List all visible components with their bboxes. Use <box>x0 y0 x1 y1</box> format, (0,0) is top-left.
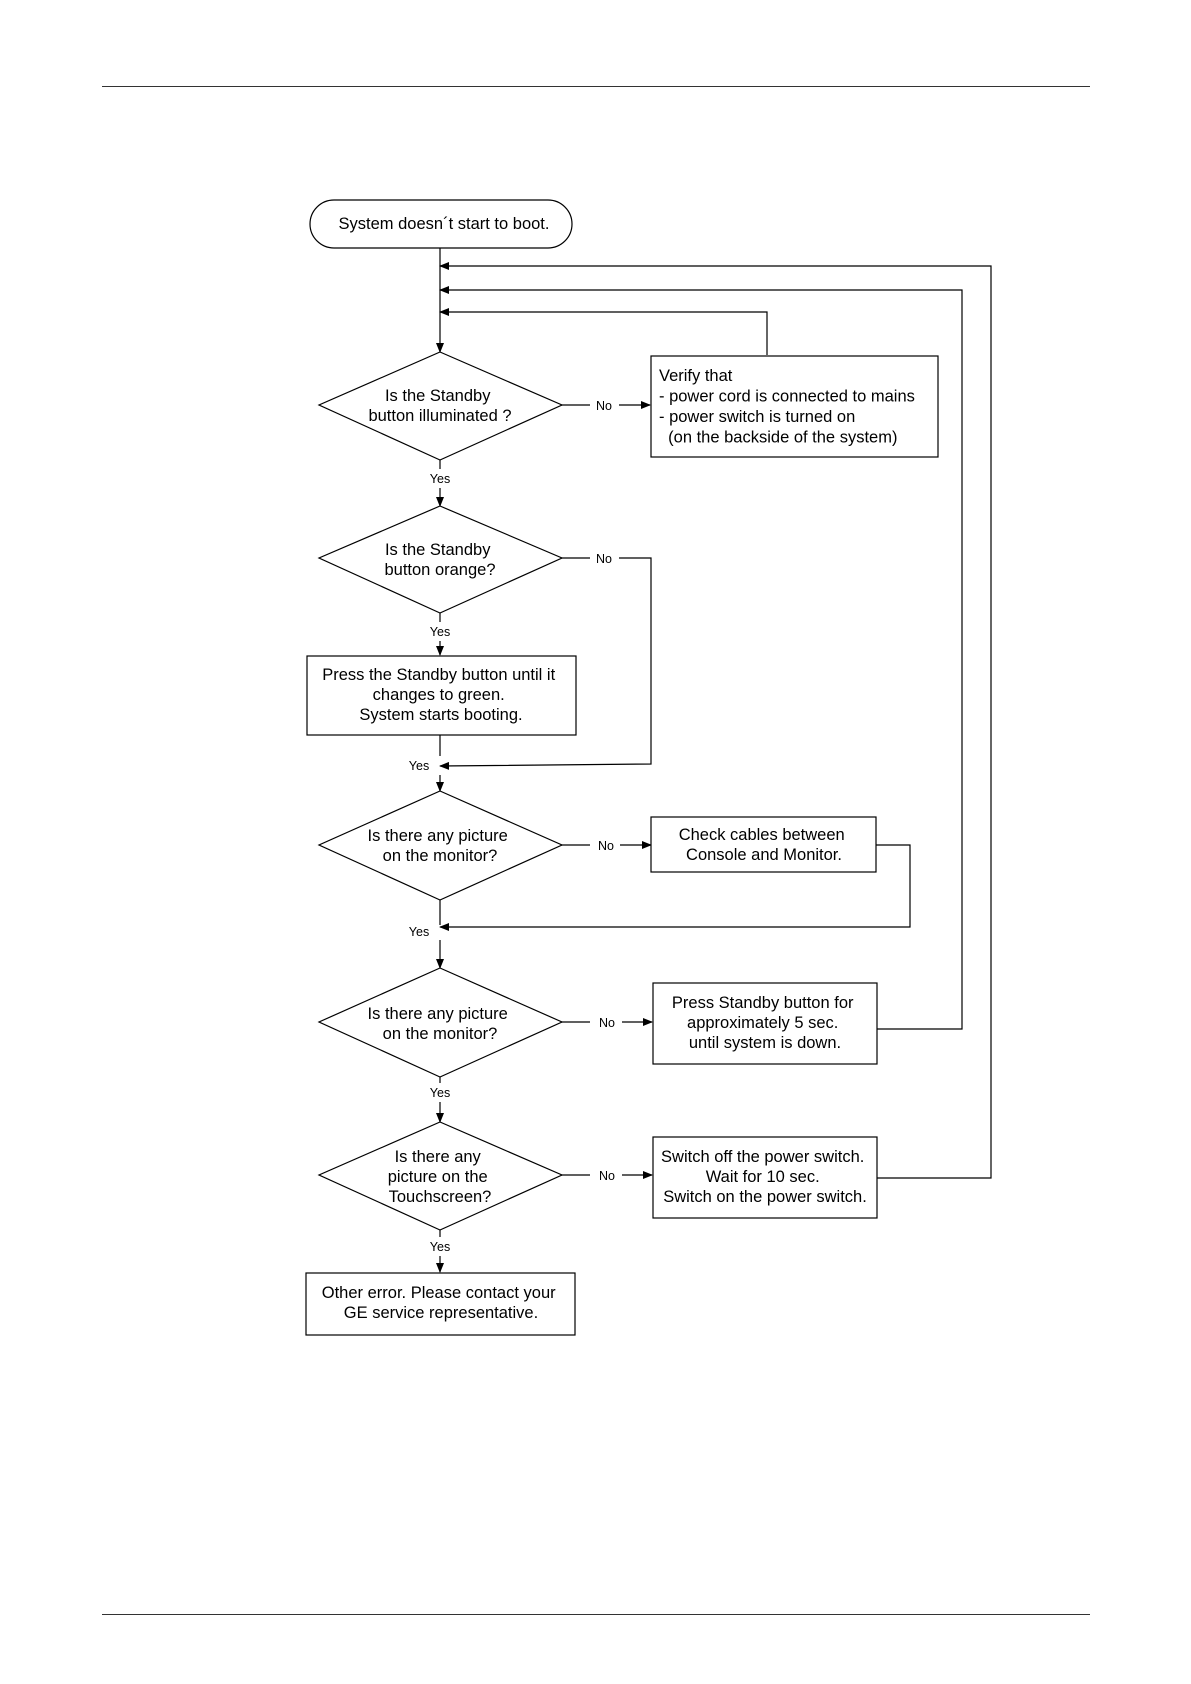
verify-box <box>650 355 939 458</box>
d2-no-label: No <box>596 552 612 566</box>
d5-no-label: No <box>599 1169 615 1183</box>
d2-yes-label: Yes <box>430 625 450 639</box>
press-5sec-line: Press Standby button for <box>672 994 854 1012</box>
decision-d3-diamond <box>317 790 564 901</box>
check-cables-line: Check cables between <box>679 826 845 844</box>
d4-line: Is there any picture <box>368 1005 508 1023</box>
d3-text: Is there any picture on the monitor? <box>368 827 513 865</box>
d5-line: picture on the <box>388 1168 488 1186</box>
press5sec-loop-arrow <box>439 286 963 1030</box>
verify-loop-arrow <box>439 308 768 355</box>
switch-off-line: Wait for 10 sec. <box>706 1168 820 1186</box>
verify-line: - power cord is connected to mains <box>659 388 915 406</box>
other-error-box <box>305 1272 576 1336</box>
verify-text: Verify that - power cord is connected to… <box>659 367 947 447</box>
d4-text: Is there any picture on the monitor? <box>368 1005 513 1043</box>
other-error-text: Other error. Please contact your GE serv… <box>322 1284 560 1322</box>
connectors <box>436 248 992 1273</box>
press-green-text: Press the Standby button until it change… <box>322 666 560 724</box>
d3-line: Is there any picture <box>368 827 508 845</box>
d1-text: Is the Standby button illuminated ? <box>368 387 511 425</box>
other-error-line: GE service representative. <box>344 1304 538 1322</box>
switch-off-line: Switch on the power switch. <box>663 1188 867 1206</box>
d1-no-label: No <box>596 399 612 413</box>
cables-return-arrow <box>439 844 911 931</box>
footer-rule <box>102 1614 1090 1615</box>
d2-line: button orange? <box>384 561 495 579</box>
press-green-line: Press the Standby button until it <box>322 666 555 684</box>
press-green-line: System starts booting. <box>359 706 522 724</box>
d5-line: Touchscreen? <box>389 1188 492 1206</box>
d3-line: on the monitor? <box>383 847 498 865</box>
header-rule <box>102 86 1090 87</box>
press-yes-label: Yes <box>409 759 429 773</box>
d1-yes-label: Yes <box>430 472 450 486</box>
d2-text: Is the Standby button orange? <box>384 541 495 579</box>
d2-no-return-arrow <box>439 557 652 770</box>
check-cables-text: Check cables between Console and Monitor… <box>679 826 850 864</box>
verify-line: (on the backside of the system) <box>659 429 897 447</box>
start-line: System doesn´t start to boot. <box>339 215 550 233</box>
press-5sec-line: until system is down. <box>689 1034 841 1052</box>
d5-line: Is there any <box>395 1148 482 1166</box>
d5-text: Is there any picture on the Touchscreen? <box>388 1148 493 1206</box>
other-error-line: Other error. Please contact your <box>322 1284 556 1302</box>
start-terminator <box>309 199 573 249</box>
decision-d2-diamond <box>317 505 564 614</box>
switch-off-text: Switch off the power switch. Wait for 10… <box>661 1148 869 1206</box>
d4-yes-label: Yes <box>430 1086 450 1100</box>
shapes <box>305 199 939 1336</box>
start-text: System doesn´t start to boot. <box>339 215 550 233</box>
check-cables-line: Console and Monitor. <box>686 846 842 864</box>
switch-off-line: Switch off the power switch. <box>661 1148 864 1166</box>
d4-line: on the monitor? <box>383 1025 498 1043</box>
check-cables-box <box>650 816 877 873</box>
d1-line: button illuminated ? <box>368 407 511 425</box>
d1-line: Is the Standby <box>385 387 491 405</box>
switch-off-box <box>652 1136 878 1219</box>
verify-line: - power switch is turned on <box>659 408 855 426</box>
press-green-line: changes to green. <box>373 686 505 704</box>
press-5sec-box <box>652 982 878 1065</box>
d5-yes-label: Yes <box>430 1240 450 1254</box>
node-texts: System doesn´t start to boot. Is the Sta… <box>322 215 947 1322</box>
d3-yes-label: Yes <box>409 925 429 939</box>
d4-no-label: No <box>599 1016 615 1030</box>
press-5sec-text: Press Standby button for approximately 5… <box>672 994 858 1052</box>
decision-d4-diamond <box>317 967 564 1078</box>
switchoff-loop-arrow <box>439 262 992 1179</box>
edge-labels: No Yes No Yes Yes No Yes No Yes No Yes <box>409 399 615 1254</box>
press-green-box <box>306 655 577 736</box>
decision-d1-diamond <box>317 351 564 461</box>
verify-line: Verify that <box>659 367 733 385</box>
press-5sec-line: approximately 5 sec. <box>687 1014 838 1032</box>
d3-no-label: No <box>598 839 614 853</box>
d2-line: Is the Standby <box>385 541 491 559</box>
decision-d5-diamond <box>317 1121 564 1231</box>
